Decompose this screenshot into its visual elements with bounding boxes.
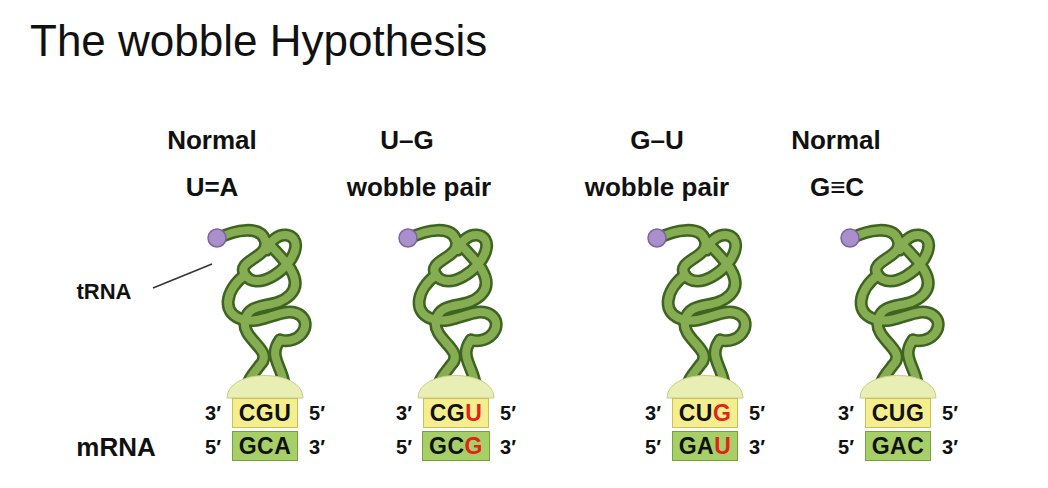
strand-end: 5′ xyxy=(645,436,661,458)
column-heading: G–U xyxy=(630,126,683,155)
trna-figure xyxy=(648,229,745,398)
anticodon-box: CUG xyxy=(865,398,932,428)
codon-box: GAU xyxy=(672,431,739,461)
column-heading: Normal xyxy=(791,126,881,155)
trna-figure xyxy=(399,229,496,398)
pair-symbol: U=A xyxy=(186,173,239,202)
base-letter: C xyxy=(447,433,464,459)
codon-text: CGU xyxy=(430,400,483,427)
base-letter: G xyxy=(447,400,465,426)
strand-end: 5′ xyxy=(500,402,516,424)
column-heading: wobble pair xyxy=(585,173,729,202)
molecule-label: tRNA xyxy=(77,280,132,304)
strand-end: 3′ xyxy=(838,402,854,424)
anticodon-box: CGU xyxy=(232,398,299,428)
strand-end: 3′ xyxy=(942,436,958,458)
codon-text: GCA xyxy=(239,433,292,460)
strand-end: 5′ xyxy=(749,402,765,424)
base-letter: G xyxy=(256,400,274,426)
codon-text: GAC xyxy=(872,433,925,460)
column-heading: wobble pair xyxy=(347,173,491,202)
strand-end: 5′ xyxy=(942,402,958,424)
base-letter: G xyxy=(429,433,447,459)
base-letter: U xyxy=(274,400,291,426)
strand-end: 3′ xyxy=(309,436,325,458)
anticodon-box: CUG xyxy=(672,398,739,428)
base-letter: G xyxy=(679,433,697,459)
base-letter: U xyxy=(696,400,713,426)
strand-end: 5′ xyxy=(396,436,412,458)
codon-box: GCA xyxy=(232,431,299,461)
strand-end: 5′ xyxy=(309,402,325,424)
anticodon-box: CGU xyxy=(423,398,490,428)
title: The wobble Hypothesis xyxy=(30,16,487,66)
base-letter: A xyxy=(274,433,291,459)
trna-figure xyxy=(841,229,938,398)
base-letter: U xyxy=(889,400,906,426)
base-letter: A xyxy=(697,433,714,459)
pair-symbol: G≡C xyxy=(810,173,864,202)
base-letter: U xyxy=(714,433,731,459)
strand-end: 3′ xyxy=(645,402,661,424)
column-heading: Normal xyxy=(167,126,257,155)
base-letter: G xyxy=(713,400,731,426)
base-letter: U xyxy=(465,400,482,426)
strand-end: 3′ xyxy=(396,402,412,424)
base-letter: C xyxy=(239,400,256,426)
codon-box: GAC xyxy=(865,431,932,461)
strand-end: 5′ xyxy=(205,436,221,458)
base-letter: C xyxy=(679,400,696,426)
base-letter: C xyxy=(907,433,924,459)
base-letter: C xyxy=(872,400,889,426)
base-letter: G xyxy=(465,433,483,459)
base-letter: C xyxy=(257,433,274,459)
strand-end: 5′ xyxy=(838,436,854,458)
strand-end: 3′ xyxy=(205,402,221,424)
base-letter: G xyxy=(906,400,924,426)
strand-end: 3′ xyxy=(500,436,516,458)
molecule-label: mRNA xyxy=(76,433,155,462)
codon-text: CGU xyxy=(239,400,292,427)
column-heading: U–G xyxy=(380,126,433,155)
leader-line xyxy=(153,264,212,288)
base-letter: G xyxy=(872,433,890,459)
base-letter: A xyxy=(890,433,907,459)
codon-text: GCG xyxy=(429,433,483,460)
base-letter: C xyxy=(430,400,447,426)
codon-box: GCG xyxy=(422,431,490,461)
codon-text: CUG xyxy=(872,400,925,427)
strand-end: 3′ xyxy=(749,436,765,458)
trna-figure xyxy=(208,229,305,398)
codon-text: CUG xyxy=(679,400,732,427)
base-letter: G xyxy=(239,433,257,459)
codon-text: GAU xyxy=(679,433,732,460)
